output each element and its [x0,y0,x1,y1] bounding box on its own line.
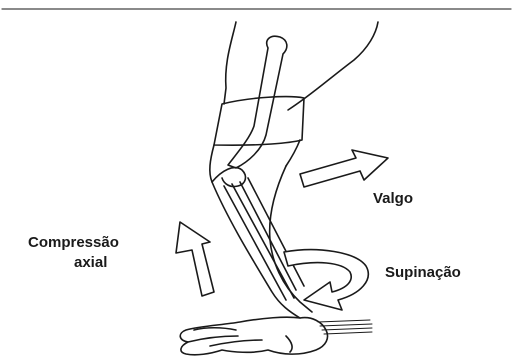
supinacao-label: Supinação [385,264,461,281]
thumb [194,328,236,330]
upper-arm-outline-left [210,145,214,182]
valgo-arrow [300,150,388,187]
compressao-axial-label-line1: Compressão [28,234,119,251]
humerus-bone [228,36,287,168]
finger-lines [188,336,292,352]
forearm-outline-right [270,166,312,312]
supinacao-arrow [284,250,368,310]
upper-arm-outline-right [286,140,300,166]
valgo-label: Valgo [373,190,413,207]
torso-outline [224,22,236,104]
forearm-outline-left [212,182,300,318]
compressao-arrow [176,222,214,296]
hand-outline [180,317,327,355]
compressao-axial-label-line2: axial [74,254,107,271]
sleeve-outline [214,97,304,146]
